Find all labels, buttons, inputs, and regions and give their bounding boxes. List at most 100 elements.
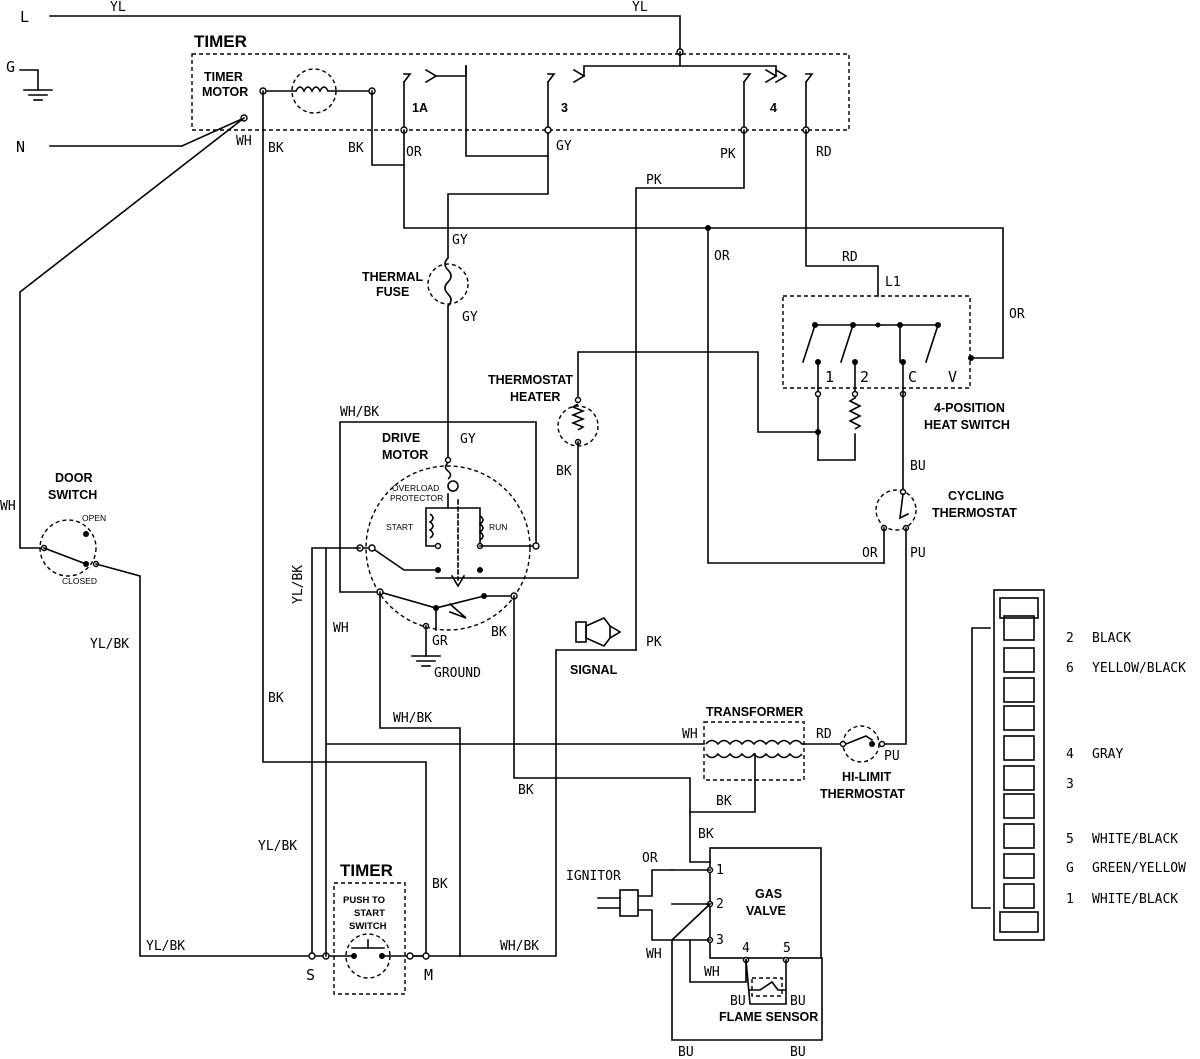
wire-wh-door <box>19 116 246 549</box>
ground-label: G <box>6 58 15 76</box>
timer-line-bus-left <box>583 51 681 77</box>
heat-switch-pos-2: 2 <box>860 368 869 386</box>
timer-title: TIMER <box>194 32 247 51</box>
wire-label-yl-bk-motor: YL/BK <box>291 565 306 604</box>
gas-valve-wire-wh <box>689 939 747 983</box>
heat-switch-label-1: 4-POSITION <box>934 401 1005 415</box>
ignitor-body <box>619 889 639 917</box>
heat-switch-label-2: HEAT SWITCH <box>924 418 1010 432</box>
gas-valve-terminal-4: 4 <box>742 941 750 956</box>
timer-motor-label-2: MOTOR <box>202 85 248 99</box>
wire-label-pk-mid: PK <box>646 173 662 188</box>
connector-pin-color: WHITE/BLACK <box>1092 832 1178 847</box>
wire-yl-bk-motor <box>311 547 361 957</box>
heat-switch-pos-c: C <box>908 368 917 386</box>
overload-protector-label-1: OVERLOAD <box>392 483 439 493</box>
wire-or-bus <box>403 129 1004 359</box>
wire-bk-transformer <box>689 753 756 813</box>
thermal-fuse-label-2: FUSE <box>376 285 409 299</box>
connector-cavity <box>1003 823 1035 849</box>
timer-contact-3-label: 3 <box>561 101 568 115</box>
heat-switch-node-1 <box>814 390 822 398</box>
wire-label-wh-bk-bottom: WH/BK <box>500 939 539 954</box>
wire-label-bk-transformer: BK <box>716 794 732 809</box>
wire-label-bk-1a: BK <box>348 141 364 156</box>
wire-label-bk-left: BK <box>268 691 284 706</box>
start-winding-label: START <box>386 522 413 532</box>
wire-label-wh-valve: WH <box>704 965 720 980</box>
connector-pin-color: GRAY <box>1092 747 1123 762</box>
connector-pin-number: 1 <box>1066 892 1074 907</box>
timer-contact-4-label: 4 <box>770 101 777 115</box>
heat-switch-blade-v <box>924 323 940 364</box>
drive-motor-switch-dot-b <box>477 567 483 573</box>
gas-valve-wire-2-3 <box>669 903 713 941</box>
gas-valve-label-2: VALVE <box>746 904 786 918</box>
wire-label-or-1a: OR <box>406 145 422 160</box>
hi-limit-dot <box>869 741 875 747</box>
timer-s-node <box>308 952 316 960</box>
gas-valve-terminal-3: 3 <box>716 933 724 948</box>
drive-motor-node-gy <box>444 456 452 464</box>
connector-cavity <box>1003 883 1035 909</box>
node-3 <box>544 126 552 134</box>
cycling-thermostat-label-2: THERMOSTAT <box>932 506 1017 520</box>
drive-motor-run-loop <box>447 507 481 547</box>
drive-motor-node-start <box>434 542 442 550</box>
drive-motor-node-left-2 <box>368 544 376 552</box>
wire-bu-bottom <box>671 939 823 1041</box>
connector-pin-number: 3 <box>1066 777 1074 792</box>
wire-or-cycling <box>707 227 885 564</box>
connector-cavity <box>1003 735 1035 761</box>
wire-label-bk-thermostat-heater: BK <box>556 464 572 479</box>
wire-label-bu-bottom-right: BU <box>790 1045 806 1059</box>
wire-bk-thermostat-heater <box>435 441 579 579</box>
door-switch-blade <box>42 546 88 566</box>
drive-motor-switch-arrow <box>448 602 467 619</box>
drive-motor-label-1: DRIVE <box>382 431 420 445</box>
signal-buzzer-icon <box>575 617 622 647</box>
connector-cavity <box>1003 853 1035 879</box>
timer-contact-4 <box>742 68 814 84</box>
timer-contact-1a <box>402 65 467 84</box>
gas-valve-box <box>709 847 822 959</box>
connector-pin-number: 2 <box>1066 631 1074 646</box>
heat-switch-pos-1: 1 <box>825 368 834 386</box>
thermostat-heater-label-2: HEATER <box>510 390 560 404</box>
start-winding <box>428 513 434 539</box>
door-switch-open-label: OPEN <box>82 513 106 523</box>
wire-yl-bk-door <box>95 563 313 957</box>
wire-label-gy-3: GY <box>556 139 572 154</box>
wire-label-yl-left: YL <box>110 0 126 15</box>
hi-limit-node-right <box>878 740 886 748</box>
timer-1a-to-3-wire <box>465 65 549 157</box>
overload-coil <box>444 462 452 480</box>
wire-pk-signal <box>409 649 637 957</box>
timer-contact-1a-label: 1A <box>412 101 428 115</box>
wire-wh-ignitor <box>637 909 673 941</box>
hi-limit-label-2: THERMOSTAT <box>820 787 905 801</box>
heat-switch-enclosure <box>782 295 971 389</box>
connector-cavity <box>1003 793 1035 819</box>
thermostat-heater-label-1: THERMOSTAT <box>488 373 573 387</box>
timer-s-label: S <box>306 966 315 984</box>
wire-rd-heat-switch <box>805 129 879 297</box>
wire-or-ignitor <box>637 869 673 897</box>
transformer-label: TRANSFORMER <box>706 705 803 719</box>
timer-bottom-title: TIMER <box>340 861 393 880</box>
drive-motor-label-2: MOTOR <box>382 448 428 462</box>
hi-limit-label-1: HI-LIMIT <box>842 770 892 784</box>
wire-pu-hilimit <box>881 527 907 745</box>
wire-label-yl-bk-bottom: YL/BK <box>146 939 185 954</box>
connector-cavity <box>1003 765 1035 791</box>
door-switch-outline <box>39 519 97 577</box>
gas-valve-terminal-2: 2 <box>716 897 724 912</box>
heat-switch-contact-v <box>968 355 974 361</box>
timer-contact-3 <box>546 68 586 84</box>
connector-cavity <box>1003 647 1035 673</box>
wire-label-wh-transformer: WH <box>682 727 698 742</box>
wire-label-bu-cycling: BU <box>910 459 926 474</box>
connector-pin-color: BLACK <box>1092 631 1131 646</box>
wire-wh-motor <box>379 591 461 957</box>
